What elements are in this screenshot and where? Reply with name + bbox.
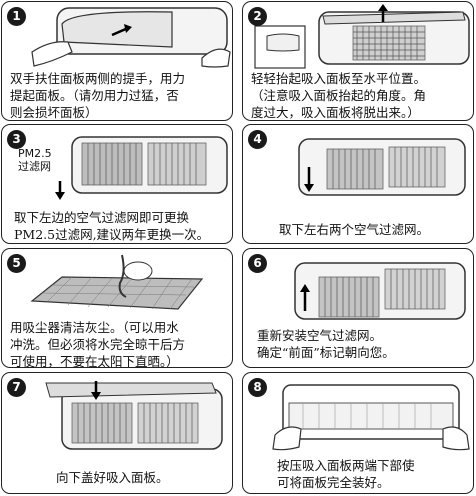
step-3-panel: 3 PM2.5 过滤网 取下左边的空气过滤网即可更换 PM2.5过滤网,建议两年… <box>1 124 233 244</box>
step-1-panel: 1 双手扶住面板两侧的提手，用力 提起面板。（请勿用力过猛，否 则会损坏面板） <box>1 1 233 121</box>
step-7-number: 7 <box>7 378 26 397</box>
step-5-caption: 用吸尘器清洁灰尘。（可以用水 冲洗。但必须将水完全晾干后方 可使用，不要在太阳下… <box>10 320 186 368</box>
step-6-panel: 6 重新安装空气过滤网。 确定“前面”标记朝向您。 <box>242 248 474 368</box>
step-1-caption: 双手扶住面板两侧的提手，用力 提起面板。（请勿用力过猛，否 则会损坏面板） <box>10 71 186 120</box>
step-4-illustration <box>298 138 466 196</box>
step-4-caption: 取下左右两个空气过滤网。 <box>279 222 430 237</box>
step-2-panel: 2 轻轻抬起吸入面板至水平位置。 （注意吸入面板抬起的角度。角 度过大，吸入面板… <box>242 1 474 121</box>
step-4-number: 4 <box>248 130 267 149</box>
step-2-number: 2 <box>248 7 267 26</box>
step-1-illustration <box>31 7 231 68</box>
step-8-caption: 按压吸入面板两端下部使 可将面板完全装好。 <box>277 458 415 490</box>
step-6-caption: 重新安装空气过滤网。 确定“前面”标记朝向您。 <box>257 328 395 360</box>
step-2-illustration <box>254 4 470 69</box>
step-3-pm25-label: PM2.5 过滤网 <box>18 147 52 173</box>
step-8-number: 8 <box>248 378 267 397</box>
step-8-illustration <box>272 384 470 451</box>
step-5-panel: 5 用吸尘器清洁灰尘。（可以用水 冲洗。但必须将水完全晾干后方 可使用，不要在太… <box>1 248 233 368</box>
step-5-illustration <box>30 254 204 310</box>
step-5-number: 5 <box>7 254 26 273</box>
step-7-caption: 向下盖好吸入面板。 <box>56 470 169 485</box>
step-8-panel: 8 按压吸入面板两端下部使 可将面板完全装好。 <box>242 372 474 494</box>
step-3-number: 3 <box>7 130 26 149</box>
step-6-number: 6 <box>248 254 267 273</box>
step-6-illustration <box>294 262 466 320</box>
step-3-illustration <box>55 136 228 200</box>
step-2-caption: 轻轻抬起吸入面板至水平位置。 （注意吸入面板抬起的角度。角 度过大，吸入面板将脱… <box>251 71 427 120</box>
step-4-panel: 4 取下左右两个空气过滤网。 <box>242 124 474 244</box>
step-3-caption: 取下左边的空气过滤网即可更换 PM2.5过滤网,建议两年更换一次。 <box>14 210 210 242</box>
step-7-illustration <box>45 381 223 450</box>
step-7-panel: 7 向下盖好吸入面板。 <box>1 372 233 494</box>
step-1-number: 1 <box>7 7 26 26</box>
